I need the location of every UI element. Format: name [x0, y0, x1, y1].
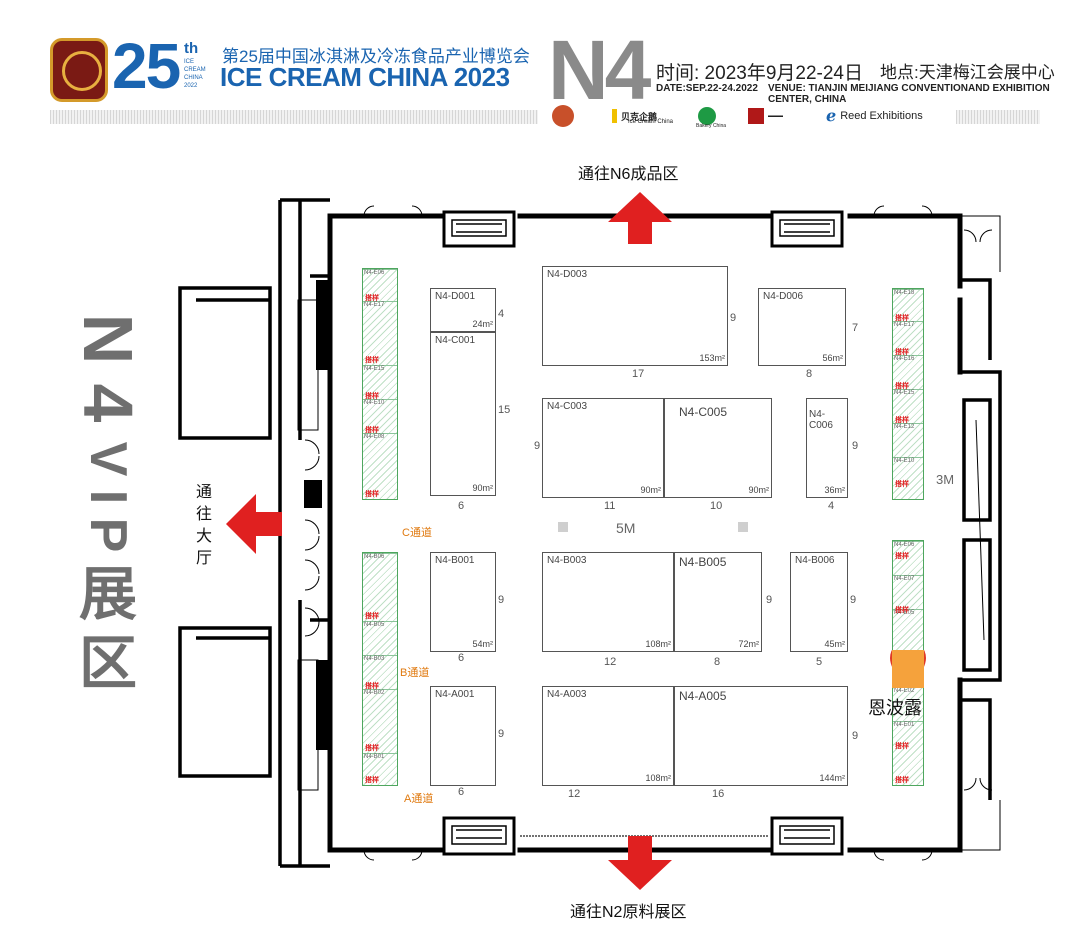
pillar-marker [738, 522, 748, 532]
hall-code: N4 [548, 23, 651, 117]
header-stripe-right [956, 110, 1040, 124]
dimension-label: 4 [828, 500, 835, 512]
east-stand-strip-north: N4-E18 N4-E17 N4-E16 N4-E15 N4-E12 N4-E1… [892, 288, 924, 500]
dimension-label: 15 [498, 404, 511, 416]
aisle-b-label: B通道 [400, 667, 430, 679]
vip-zone-label: N 4 V I P 展 区 [69, 313, 147, 696]
event-time: 时间: 2023年9月22-24日 [656, 63, 863, 84]
sponsor-3: ▬▬▬ [748, 104, 802, 128]
dimension-label: 9 [766, 594, 773, 606]
expo-logo-badge [50, 38, 108, 102]
sponsor-mark-icon [612, 109, 617, 123]
nav-north-label: 通往N6成品区 [578, 166, 679, 183]
sponsor-2 [698, 104, 716, 128]
pillar-marker [558, 522, 568, 532]
dimension-label: 9 [852, 440, 859, 452]
aisle-c-label: C通道 [402, 527, 432, 539]
dimension-label: 6 [458, 500, 465, 512]
logo-number: 25 [112, 30, 181, 102]
dimension-label: 6 [458, 786, 465, 798]
sponsor-logo-icon [552, 105, 574, 127]
event-venue-en: VENUE: TIANJIN MEIJIANG CONVENTIONAND EX… [768, 83, 1050, 105]
header-stripe-left [50, 110, 538, 124]
sponsor-row [552, 104, 574, 128]
dimension-label: 17 [632, 368, 645, 380]
nav-west-label: 通 往 大 厅 [196, 484, 213, 567]
dimension-label: 10 [710, 500, 723, 512]
dimension-label: 6 [458, 652, 465, 664]
dimension-label: 12 [568, 788, 581, 800]
west-stand-strip-north: N4-E06 N4-E17 N4-E15 N4-E10 N4-E08 搭样 搭样… [362, 268, 398, 500]
booth-n4-a001[interactable]: N4-A001 [430, 686, 496, 786]
dimension-label: 4 [498, 308, 505, 320]
logo-sub-text: ICE CREAM CHINA 2022 [184, 59, 206, 89]
sponsor-block-icon [748, 108, 764, 124]
expo-title-en: ICE CREAM CHINA 2023 [220, 62, 510, 92]
west-stand-strip-south: N4-B06 N4-B05 N4-B03 N4-B02 N4-B01 搭样 搭样… [362, 552, 398, 786]
bakery-logo-icon [698, 107, 716, 125]
dimension-label: 12 [604, 656, 617, 668]
dimension-label: 7 [852, 322, 859, 334]
sponsor-1-sub: Ice Cream China [628, 119, 674, 125]
aisle-a-label: A通道 [404, 793, 434, 805]
dimension-label: 9 [498, 594, 505, 606]
dimension-label: 9 [534, 440, 541, 452]
sponsor-1: 贝克企鹅 [612, 104, 657, 128]
dimension-label: 9 [498, 728, 505, 740]
dimension-label: 9 [730, 312, 737, 324]
dimension-label: 8 [806, 368, 813, 380]
nav-south-label: 通往N2原料展区 [570, 904, 687, 921]
east-aisle-width: 3M [936, 472, 955, 487]
dimension-label: 5 [816, 656, 823, 668]
event-date-en: DATE:SEP.22-24.2022 [656, 83, 758, 94]
sponsor-4: ℯ Reed Exhibitions [826, 108, 923, 125]
dimension-label: 9 [852, 730, 859, 742]
dimension-label: 11 [604, 500, 616, 512]
expo-title-cn: 第25届中国冰淇淋及冷冻食品产业博览会 [222, 47, 530, 66]
highlighted-stand[interactable] [892, 650, 924, 688]
dimension-label: 16 [712, 788, 725, 800]
event-location: 地点:天津梅江会展中心 [880, 63, 1055, 82]
dimension-label: 8 [714, 656, 721, 668]
reed-logo-icon: ℯ [826, 108, 837, 125]
dimension-label: 9 [850, 594, 857, 606]
logo-suffix: th [184, 40, 199, 57]
highlight-exhibitor-name: 恩波露 [868, 698, 922, 718]
center-aisle-width: 5M [616, 520, 636, 536]
sponsor-2-text: Bakery China [696, 123, 727, 129]
